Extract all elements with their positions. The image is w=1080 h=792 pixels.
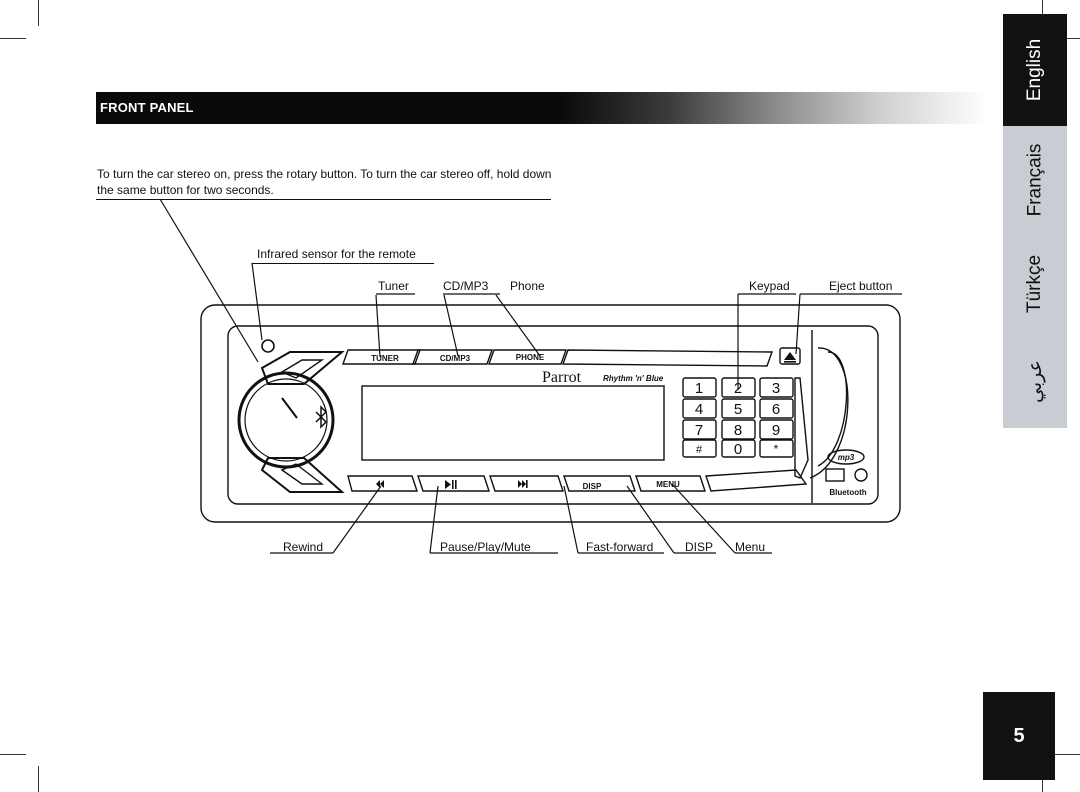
tab-english[interactable]: English [1003,14,1067,126]
keypad-key: 7 [695,422,703,439]
tab-english-label: English [1023,38,1045,102]
mp3-badge: mp3 [838,453,855,462]
language-tabs: English Français Türkçe عربي [1003,14,1067,428]
bluetooth-badge: Bluetooth [829,488,866,497]
keypad-key: 9 [772,422,780,439]
brand-logo: Parrot [542,369,582,386]
section-title: FRONT PANEL [100,100,194,115]
tab-turkce-label: Türkçe [1023,254,1045,314]
intro-paragraph: To turn the car stereo on, press the rot… [97,167,552,197]
menu-button: MENU [656,480,680,489]
tab-arabic-label: عربي [1024,359,1046,403]
disp-button: DISP [583,482,602,491]
callout-keypad: Keypad [749,279,790,293]
crop-mark [38,0,39,26]
callout-phone: Phone [510,279,545,293]
crop-mark [0,38,26,39]
tab-arabic[interactable]: عربي [1003,334,1067,428]
crop-mark [0,754,26,755]
section-header-bar: FRONT PANEL [96,92,988,124]
fast-forward-icon [518,480,526,488]
brand-tagline: Rhythm 'n' Blue [603,374,664,383]
callout-fast-forward: Fast-forward [586,540,654,554]
callout-tuner: Tuner [378,279,409,293]
cd-mp3-button: CD/MP3 [440,354,471,363]
keypad-key: 6 [772,401,780,418]
tab-francais[interactable]: Français [1003,126,1067,234]
keypad-key: 8 [734,422,742,439]
page-number: 5 [983,692,1055,780]
callout-menu: Menu [735,540,766,554]
keypad-key: 0 [734,441,742,458]
rewind-icon [376,480,384,488]
keypad-key: * [774,442,779,456]
eject-icon [784,352,796,360]
callout-disp: DISP [685,540,714,554]
crop-mark [38,766,39,792]
keypad-key: 4 [695,401,703,418]
tuner-button: TUNER [371,354,399,363]
keypad-key: 1 [695,380,703,397]
tab-turkce[interactable]: Türkçe [1003,234,1067,334]
crop-mark [1054,38,1080,39]
keypad-key: 5 [734,401,742,418]
keypad-key: # [696,444,703,456]
callout-infrared-sensor: Infrared sensor for the remote [257,247,416,261]
callout-pause-play-mute: Pause/Play/Mute [440,540,531,554]
callout-eject-button: Eject button [829,279,893,293]
keypad-key: 3 [772,380,780,397]
play-pause-icon [445,480,451,489]
tab-francais-label: Français [1024,143,1046,217]
crop-mark [1042,0,1043,26]
keypad-key: 2 [734,380,742,397]
phone-button: PHONE [516,353,545,362]
crop-mark [1054,754,1080,755]
intro-underline [96,199,551,200]
callout-underline [252,263,434,264]
callout-rewind: Rewind [283,540,324,554]
callout-cd-mp3: CD/MP3 [443,279,489,293]
